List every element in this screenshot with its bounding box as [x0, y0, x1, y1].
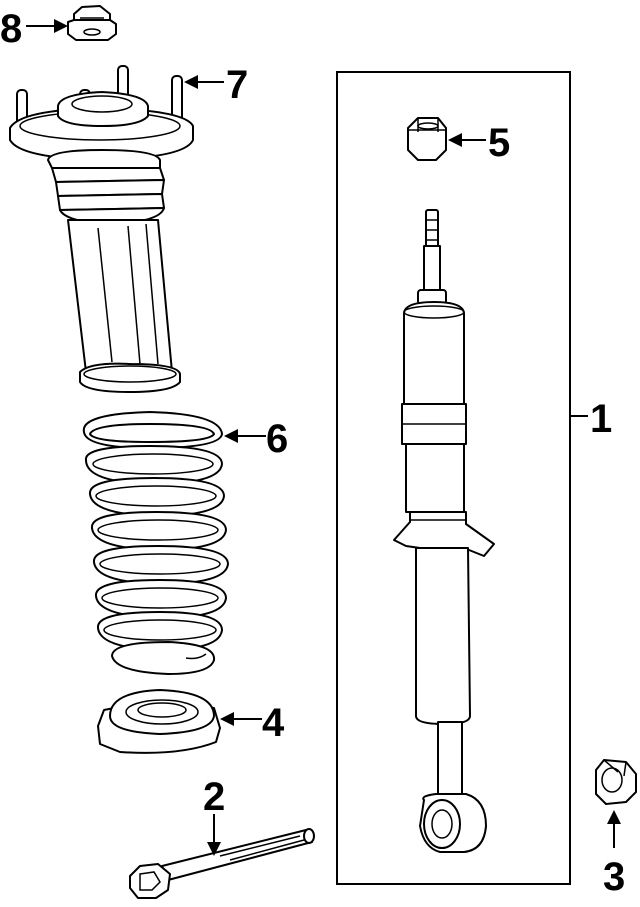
- part-1-group-frame: [336, 71, 571, 885]
- callout-5-leader: [448, 133, 486, 147]
- callout-2-leader: [207, 814, 221, 856]
- callout-8: 8: [0, 7, 22, 51]
- part-8-nut: [67, 5, 117, 41]
- callout-3: 3: [603, 855, 625, 899]
- callout-2: 2: [203, 775, 225, 819]
- callout-8-leader: [26, 19, 68, 33]
- callout-3-leader: [607, 810, 621, 848]
- callout-5: 5: [488, 121, 510, 165]
- part-5-nut: [407, 117, 447, 161]
- callout-4: 4: [262, 701, 285, 745]
- callout-4-leader: [220, 712, 262, 726]
- part-4-spring-seat: [97, 689, 221, 754]
- part-7-upper-mount: [9, 65, 194, 393]
- callout-7: 7: [226, 63, 248, 107]
- callout-1: 1: [590, 397, 612, 441]
- part-2-bolt: [129, 828, 315, 899]
- callout-7-leader: [184, 75, 224, 89]
- part-6-coil-spring: [82, 411, 229, 675]
- callout-6-leader: [224, 429, 266, 443]
- part-3-nut: [595, 759, 637, 805]
- part-1-shock-absorber: [393, 209, 495, 853]
- callout-6: 6: [266, 417, 288, 461]
